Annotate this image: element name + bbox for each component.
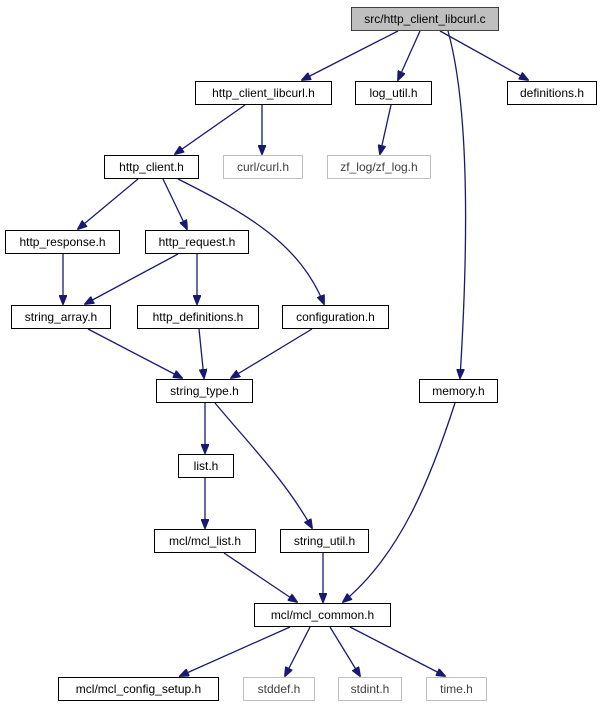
node-label: curl/curl.h xyxy=(237,160,289,174)
node-http-client-libcurl-h[interactable]: http_client_libcurl.h xyxy=(195,81,332,105)
node-label: time.h xyxy=(440,682,473,696)
node-log-util-h[interactable]: log_util.h xyxy=(355,81,432,105)
node-stdint-h: stdint.h xyxy=(338,677,402,701)
node-http-response-h[interactable]: http_response.h xyxy=(5,230,120,254)
edge-mcl-list-h-to-mcl-common-h xyxy=(223,552,297,602)
node-label: log_util.h xyxy=(369,86,417,100)
edge-http-client-libcurl-h-to-http-client-h xyxy=(175,104,246,154)
edge-http-client-h-to-http-response-h xyxy=(78,178,139,229)
node-label: string_util.h xyxy=(294,534,355,548)
node-root[interactable]: src/http_client_libcurl.c xyxy=(351,7,499,31)
node-stddef-h: stddef.h xyxy=(243,677,315,701)
node-box xyxy=(355,81,432,105)
edge-string-array-h-to-string-type-h xyxy=(87,328,182,378)
node-http-definitions-h[interactable]: http_definitions.h xyxy=(137,305,259,329)
edge-root-to-memory-h xyxy=(447,30,467,378)
node-string-type-h[interactable]: string_type.h xyxy=(156,379,253,403)
node-box xyxy=(11,305,111,329)
node-mcl-config-setup-h[interactable]: mcl/mcl_config_setup.h xyxy=(58,677,219,701)
edge-log-util-h-to-zf-log-h xyxy=(380,104,392,154)
node-box xyxy=(327,155,431,179)
node-label: memory.h xyxy=(432,384,484,398)
edge-http-client-h-to-http-request-h xyxy=(162,178,187,229)
edge-http-client-h-to-configuration-h xyxy=(177,178,324,304)
edge-mcl-common-h-to-stdint-h xyxy=(329,626,360,676)
node-label: zf_log/zf_log.h xyxy=(340,160,417,174)
node-box xyxy=(351,7,499,31)
node-box xyxy=(104,155,199,179)
node-box xyxy=(145,230,249,254)
node-label: string_array.h xyxy=(25,310,97,324)
node-label: configuration.h xyxy=(296,310,375,324)
node-list-h[interactable]: list.h xyxy=(178,454,234,478)
node-label: stdint.h xyxy=(351,682,390,696)
node-definitions-h[interactable]: definitions.h xyxy=(507,81,597,105)
node-box xyxy=(280,529,369,553)
node-box xyxy=(137,305,259,329)
node-curl-h: curl/curl.h xyxy=(223,155,303,179)
node-box xyxy=(419,379,498,403)
node-label: http_request.h xyxy=(159,235,236,249)
node-label: http_response.h xyxy=(19,235,105,249)
node-label: definitions.h xyxy=(520,86,584,100)
node-box xyxy=(178,454,234,478)
node-memory-h[interactable]: memory.h xyxy=(419,379,498,403)
node-label: src/http_client_libcurl.c xyxy=(364,12,485,26)
edge-root-to-log-util-h xyxy=(398,30,421,80)
node-mcl-list-h[interactable]: mcl/mcl_list.h xyxy=(154,529,256,553)
edge-http-request-h-to-string-array-h xyxy=(85,253,179,304)
node-box xyxy=(58,677,219,701)
node-label: string_type.h xyxy=(170,384,239,398)
node-label: stddef.h xyxy=(258,682,301,696)
node-zf-log-h: zf_log/zf_log.h xyxy=(327,155,431,179)
node-time-h: time.h xyxy=(426,677,487,701)
node-string-array-h[interactable]: string_array.h xyxy=(11,305,111,329)
node-http-request-h[interactable]: http_request.h xyxy=(145,230,249,254)
node-label: mcl/mcl_common.h xyxy=(271,608,374,622)
node-box xyxy=(507,81,597,105)
edge-mcl-common-h-to-mcl-config-setup-h xyxy=(180,626,291,676)
edge-string-type-h-to-string-util-h xyxy=(214,402,312,528)
edges-layer xyxy=(63,30,528,676)
node-label: http_definitions.h xyxy=(153,310,244,324)
node-http-client-h[interactable]: http_client.h xyxy=(104,155,199,179)
edge-memory-h-to-mcl-common-h xyxy=(343,402,456,602)
node-box xyxy=(243,677,315,701)
node-box xyxy=(195,81,332,105)
node-label: mcl/mcl_config_setup.h xyxy=(76,682,201,696)
node-string-util-h[interactable]: string_util.h xyxy=(280,529,369,553)
edge-mcl-common-h-to-stddef-h xyxy=(285,626,311,676)
node-box xyxy=(282,305,389,329)
node-box xyxy=(338,677,402,701)
node-label: http_client_libcurl.h xyxy=(212,86,315,100)
node-box xyxy=(223,155,303,179)
edge-http-definitions-h-to-string-type-h xyxy=(198,328,204,378)
node-box xyxy=(5,230,120,254)
node-label: http_client.h xyxy=(119,160,184,174)
node-box xyxy=(154,529,256,553)
node-label: mcl/mcl_list.h xyxy=(169,534,241,548)
node-configuration-h[interactable]: configuration.h xyxy=(282,305,389,329)
edge-root-to-definitions-h xyxy=(439,30,528,80)
node-box xyxy=(426,677,487,701)
node-label: list.h xyxy=(194,459,219,473)
nodes-layer: src/http_client_libcurl.c http_client_lib… xyxy=(5,7,597,701)
node-mcl-common-h[interactable]: mcl/mcl_common.h xyxy=(254,603,391,627)
edge-configuration-h-to-string-type-h xyxy=(231,328,313,378)
edge-root-to-http-client-libcurl-h xyxy=(302,30,399,80)
node-box xyxy=(156,379,253,403)
edge-mcl-common-h-to-time-h xyxy=(349,626,445,676)
node-box xyxy=(254,603,391,627)
